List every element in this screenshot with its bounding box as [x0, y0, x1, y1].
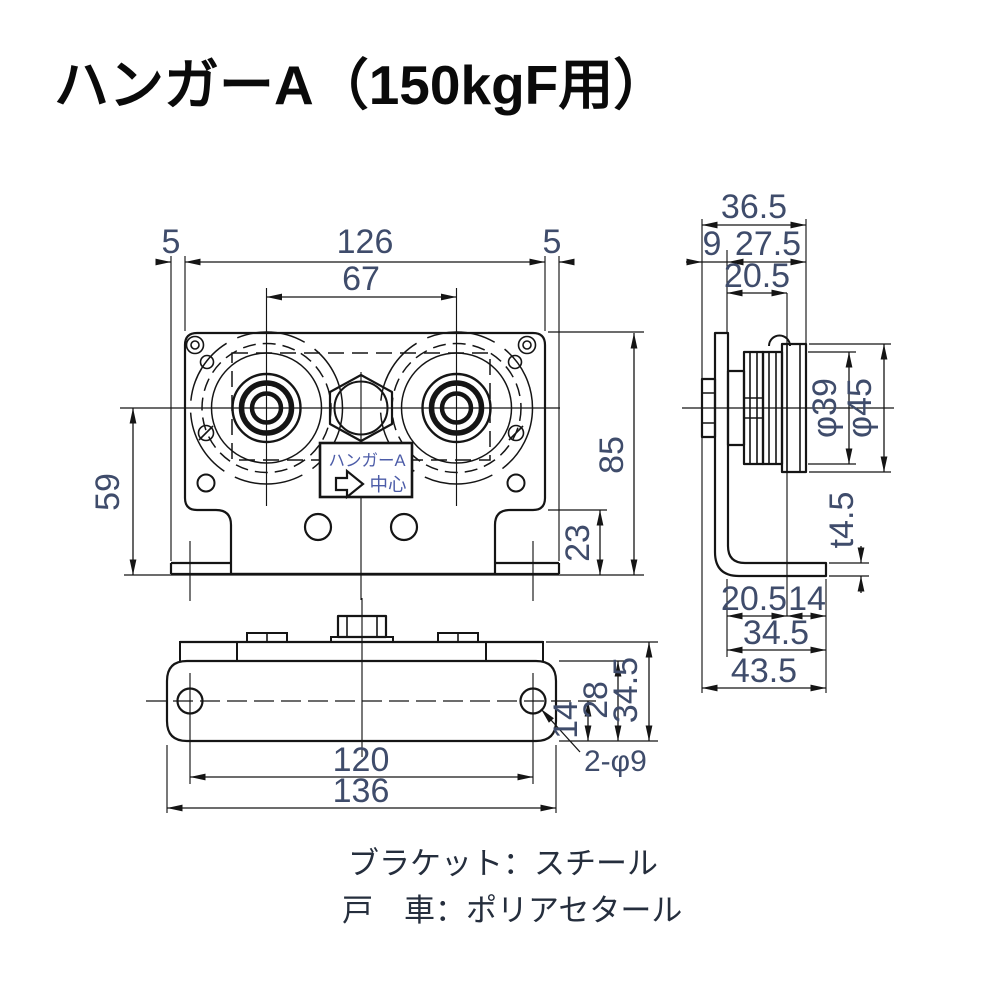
side-plate-outline [713, 331, 828, 578]
side-dimension-lines [686, 221, 888, 692]
hidden-rail-outline [231, 352, 491, 461]
bottom-body-outline [165, 659, 558, 743]
side-wheel-profile [726, 334, 808, 474]
bottom-centerlines [146, 598, 596, 784]
side-dim-plate-to-groove: 20.5 [724, 257, 790, 295]
side-dim-leg-depth: 34.5 [743, 614, 809, 652]
bottom-dim-holes: 2-φ9 [584, 745, 647, 778]
side-dim-head-depth: 9 [703, 225, 722, 263]
front-view: 5 126 5 67 85 23 59 ハンガーA 中心 [89, 223, 644, 601]
side-dim-total-depth: 36.5 [721, 188, 787, 226]
front-dim-height: 85 [593, 436, 631, 474]
bottom-dimension-lines [167, 642, 653, 812]
front-dim-step-height: 23 [559, 524, 597, 562]
bottom-dim-body-depth: 28 [577, 681, 615, 719]
note-roller-material: 戸 車：ポリアセタール [342, 893, 682, 928]
bottom-right-step [485, 641, 544, 661]
side-dim-leg-front: 14 [788, 580, 826, 618]
right-arrow-icon [334, 468, 365, 500]
note-bracket-material: ブラケット：スチール [348, 846, 658, 881]
bottom-dim-hole-to-edge: 14 [547, 701, 585, 739]
bottom-dim-total-width: 136 [333, 772, 390, 810]
front-dim-width: 126 [337, 223, 394, 261]
side-dim-total-bottom-depth: 43.5 [731, 652, 797, 690]
front-extension-lines [124, 256, 644, 576]
front-dimension-lines [129, 258, 638, 575]
front-dim-left-foot: 5 [162, 223, 181, 261]
page-title: ハンガーA（150kgF用） [54, 54, 669, 116]
side-dim-tread-dia: φ39 [806, 378, 844, 438]
hole-leader-line [540, 708, 581, 753]
stamp-line1: ハンガーA [328, 451, 405, 470]
side-dim-front-depth: 27.5 [735, 225, 801, 263]
bottom-tabs [246, 632, 479, 643]
front-dim-roller-pitch: 67 [342, 260, 380, 298]
center-stamp-box: ハンガーA 中心 [318, 441, 414, 500]
front-dim-center-height: 59 [89, 473, 127, 511]
side-dim-flange-dia: φ45 [841, 378, 879, 438]
front-feet [169, 561, 561, 576]
bottom-left-step [179, 641, 238, 661]
front-plate-outline [183, 331, 547, 576]
stamp-line2: 中心 [369, 474, 406, 495]
side-dim-leg-rear: 20.5 [721, 580, 787, 618]
bottom-view: 120 136 14 28 34.5 2-φ9 [146, 598, 658, 813]
front-dim-right-foot: 5 [543, 223, 562, 261]
side-view: 36.5 9 27.5 20.5 φ39 φ45 t4.5 20.5 14 34… [682, 188, 894, 693]
side-dim-plate-thickness: t4.5 [823, 492, 861, 549]
bottom-dim-hole-pitch: 120 [333, 741, 390, 779]
plate-holes [185, 335, 537, 542]
bottom-dim-total-depth: 34.5 [607, 657, 645, 723]
material-notes: ブラケット：スチール 戸 車：ポリアセタール [342, 846, 682, 928]
side-centerlines [682, 293, 894, 616]
